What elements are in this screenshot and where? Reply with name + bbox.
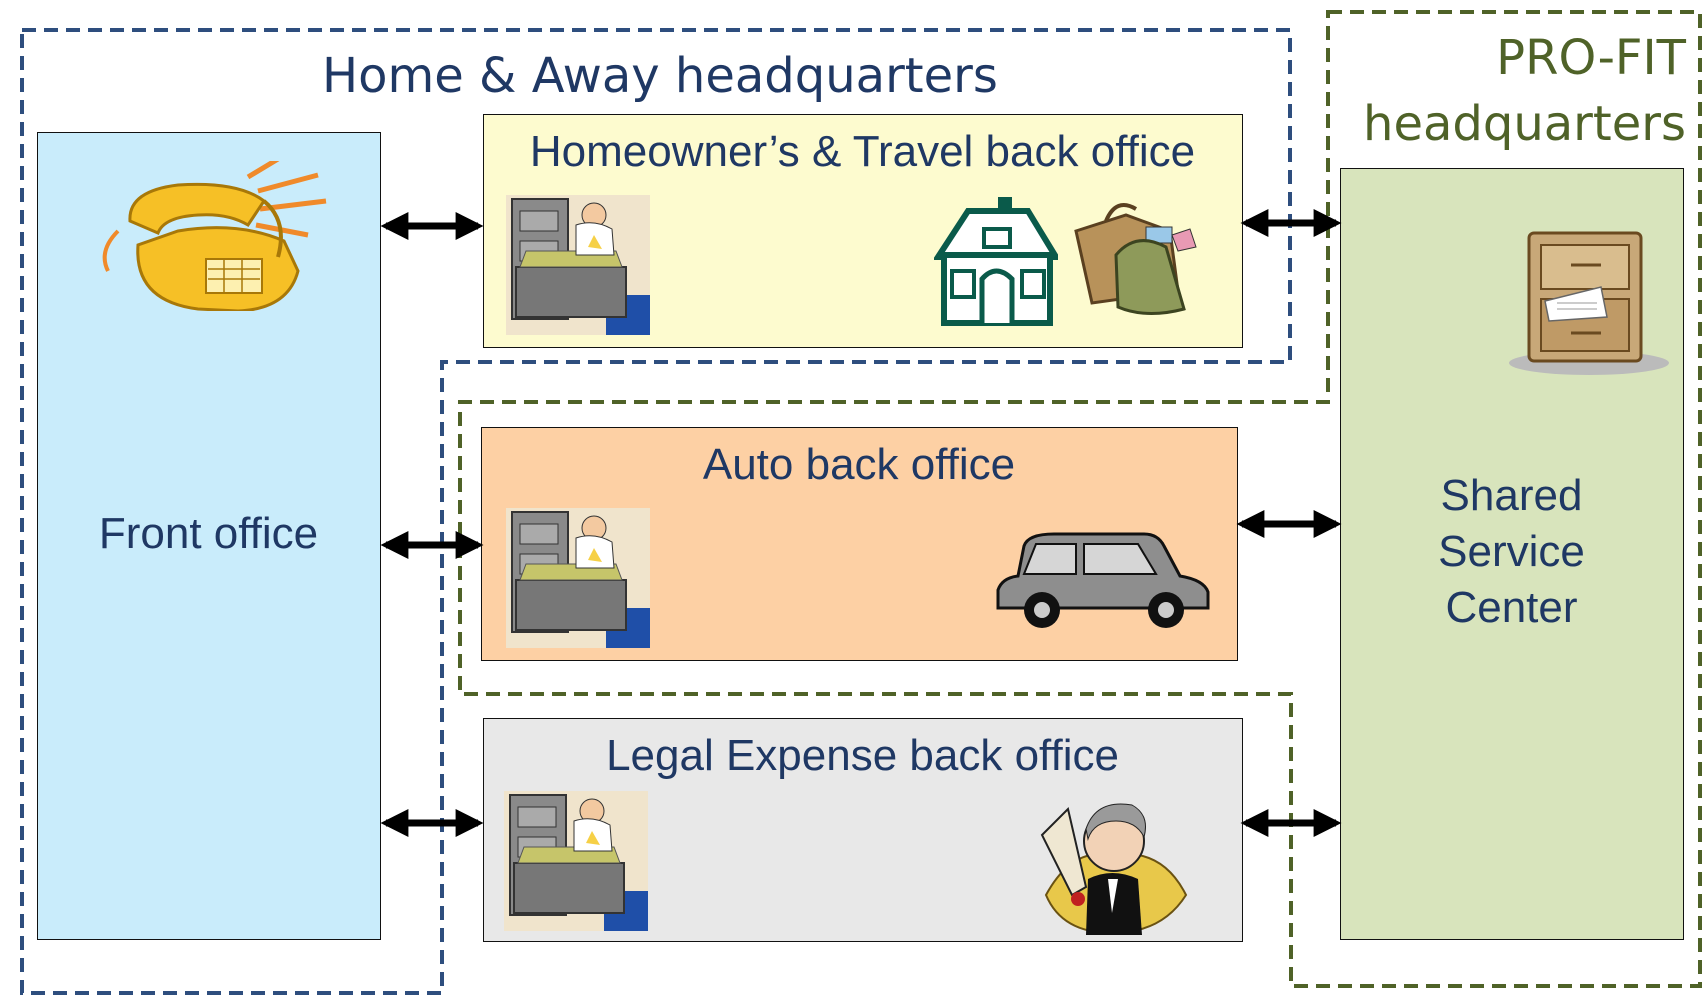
profit-headquarters-label-line1: PRO-FIT [1496,30,1686,86]
front-office-box: Front office [37,132,381,940]
shared-service-center-label-line2: Service [1438,527,1585,576]
auto-back-office-box: Auto back office [481,427,1238,661]
file-clerk-icon [506,195,650,335]
file-clerk-icon [506,508,650,648]
luggage-icon [1074,203,1197,316]
auto-back-office-label: Auto back office [702,440,1016,489]
file-clerk-icon [504,791,648,931]
lawyer-icon [1040,803,1188,935]
legal-expense-back-office-label: Legal Expense back office [606,731,1119,780]
car-icon [996,532,1210,628]
profit-headquarters-label-line2: headquarters [1363,96,1686,152]
profit-region-border [458,10,1702,988]
shared-service-center-box: Shared Service Center [1340,168,1684,940]
shared-service-center-label-line3: Center [1445,583,1578,632]
home-away-headquarters-label: Home & Away headquarters [322,48,998,104]
filing-cabinet-icon [1509,231,1669,375]
front-office-label: Front office [98,509,319,558]
homeowners-travel-back-office-box: Homeowner’s & Travel back office [483,114,1243,348]
shared-service-center-label-line1: Shared [1440,471,1583,520]
house-icon [934,197,1058,326]
home-away-region-border [20,28,1292,995]
telephone-icon [102,161,327,311]
homeowners-travel-back-office-label: Homeowner’s & Travel back office [529,127,1196,176]
legal-expense-back-office-box: Legal Expense back office [483,718,1243,942]
